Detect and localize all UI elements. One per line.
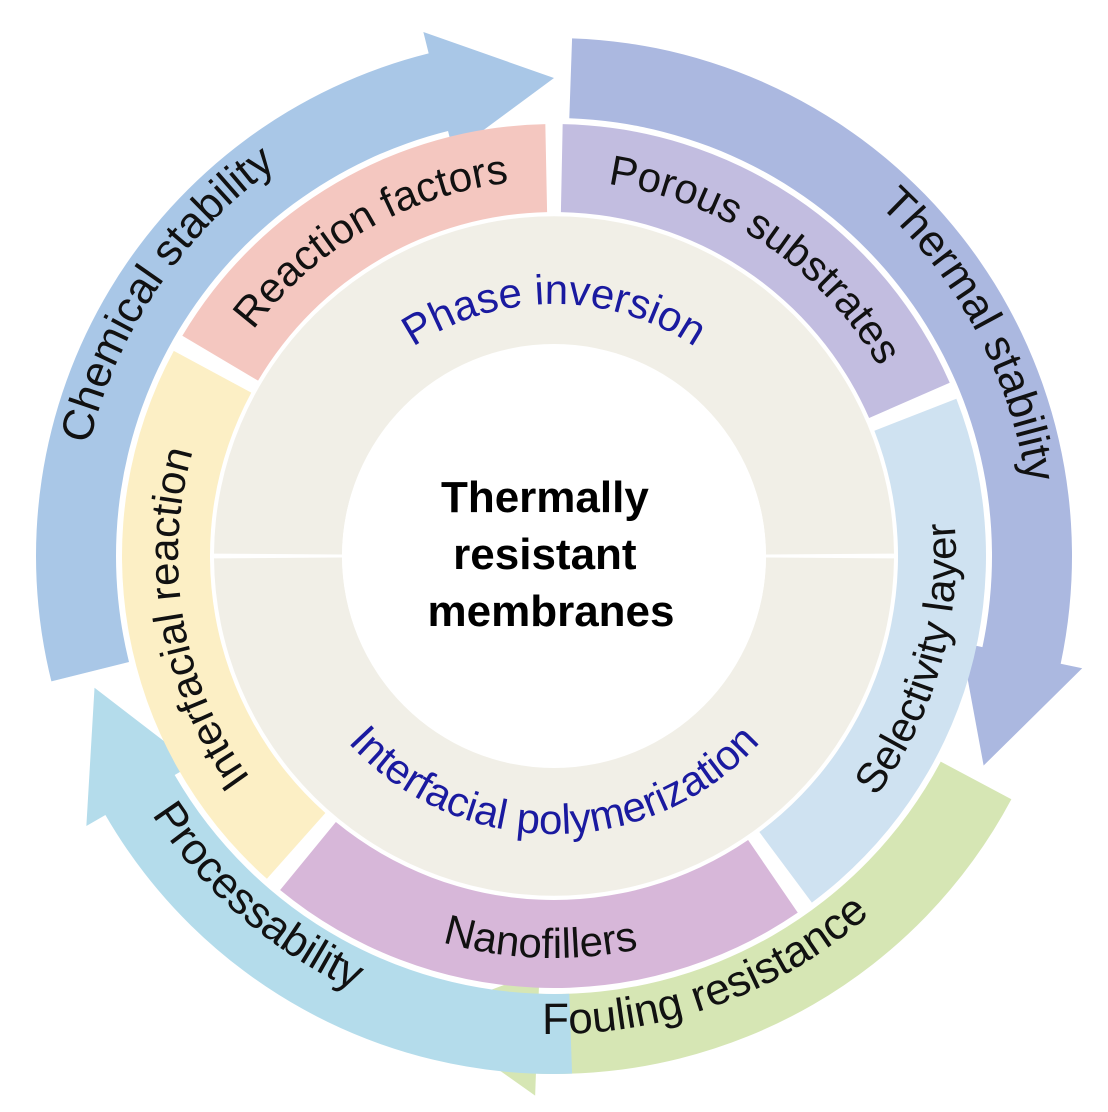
middle-segment-nanofillers (280, 822, 798, 988)
outer-ring (36, 32, 1083, 1096)
middle-segment-interfacial-reaction (121, 350, 326, 879)
outer-arrow-chemical-stability (36, 32, 554, 682)
middle-segment-reaction-factors (182, 124, 548, 381)
inner-ring (214, 216, 894, 896)
center-line-2: resistant (453, 530, 637, 579)
middle-segment-selectivity-layer (759, 398, 986, 903)
outer-arrow-processability (86, 687, 573, 1074)
center-title: Thermally resistant membranes (427, 473, 674, 636)
center-line-1: Thermally (441, 473, 649, 522)
inner-segment-interfacial-polymerization (214, 557, 894, 896)
middle-segment-porous-substrates (560, 124, 950, 418)
center-circle (342, 344, 766, 768)
center-line-3: membranes (427, 587, 674, 636)
middle-ring (121, 124, 986, 988)
inner-segment-phase-inversion (214, 216, 894, 555)
outer-arrow-thermal-stability (569, 38, 1083, 766)
